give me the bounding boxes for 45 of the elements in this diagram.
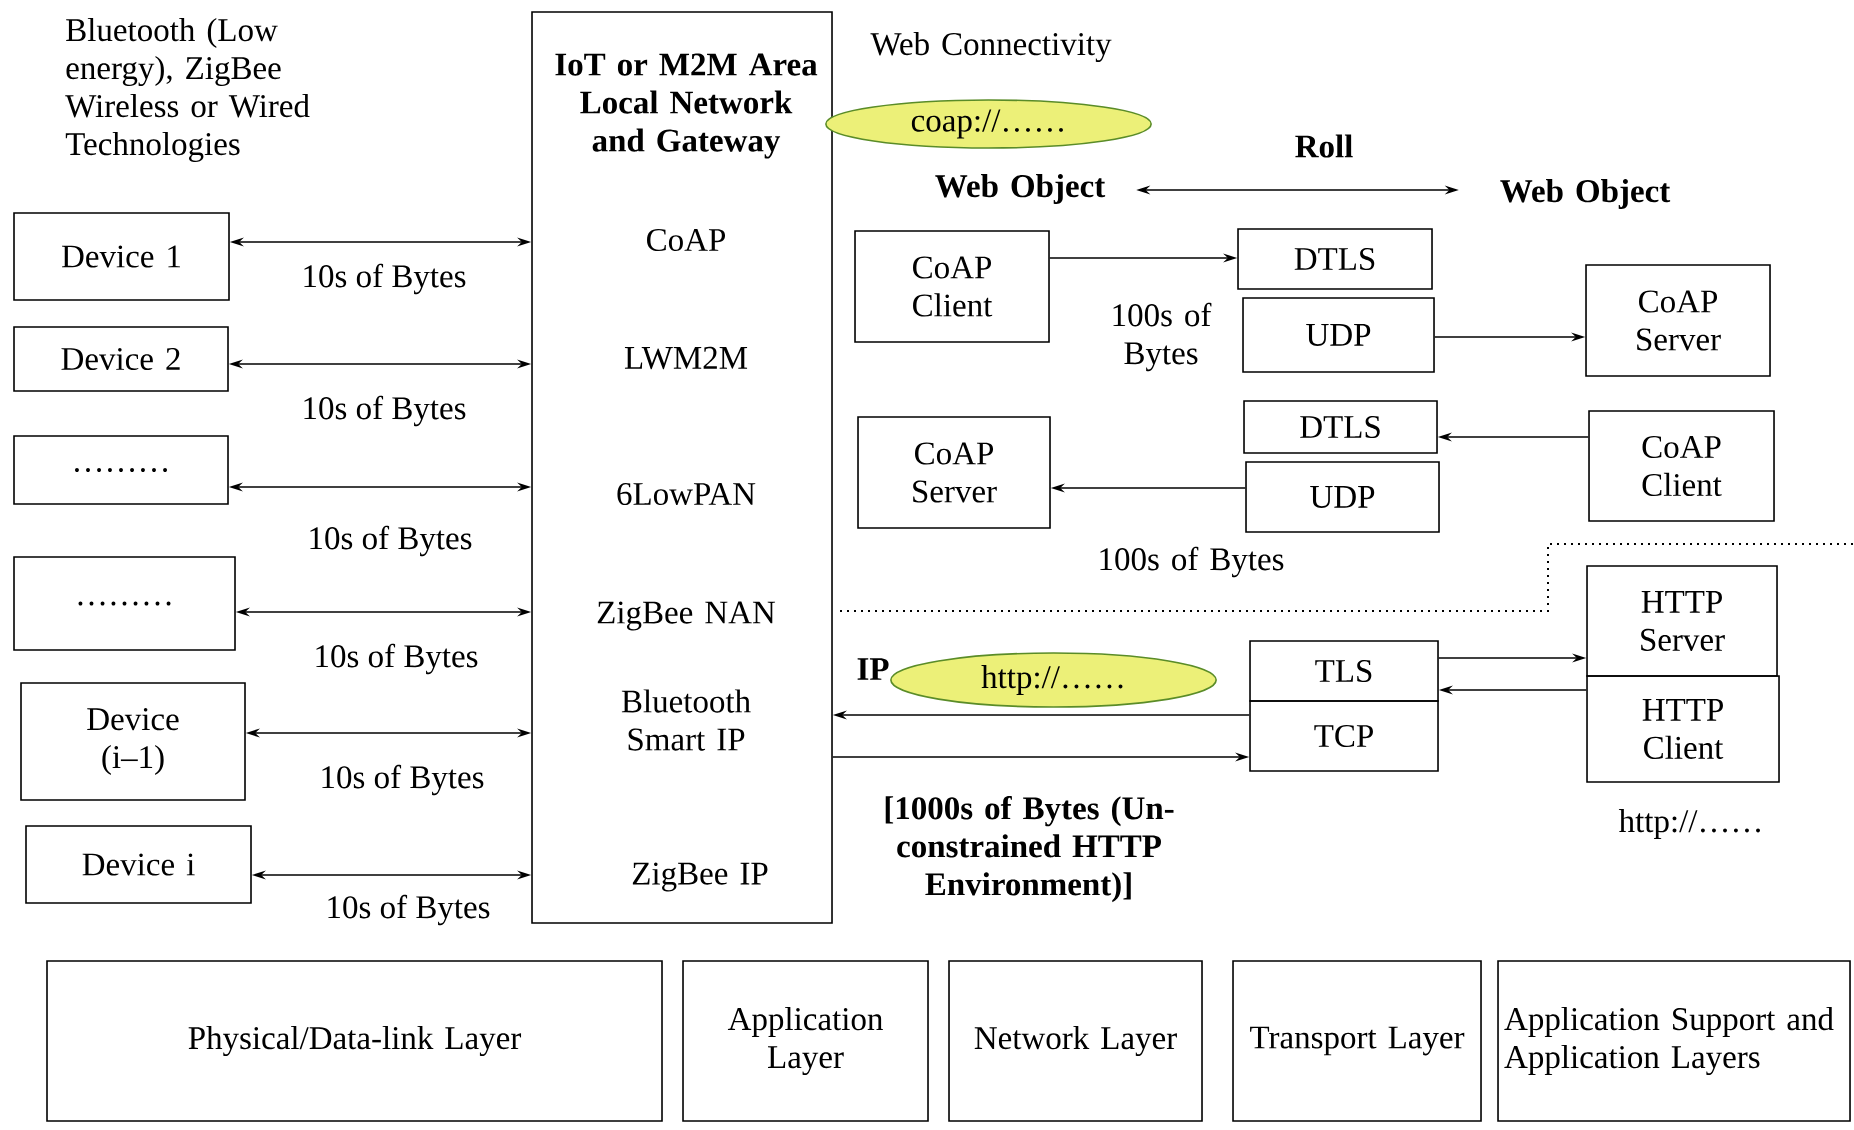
process-box: Transport Layer [1232,960,1482,1122]
edge-label: 10s of Bytes [311,641,481,677]
edge-label: 10s of Bytes [317,762,487,798]
process-box: ……… [13,556,236,651]
object-label: Web Object [1500,179,1671,209]
process-box: HTTP Server [1586,565,1778,677]
text-label: [1000s of Bytes (Un-constrained HTTP Environment)] [885,795,1174,903]
process-box: HTTP Client [1586,675,1780,783]
caption-text: Web Connectivity [870,32,1112,62]
process-box: Application Layer [682,960,929,1122]
layer-box: Application Support and Application Layers [1497,960,1851,1122]
process-box: DTLS [1243,400,1438,454]
text-label: IP [857,658,889,680]
protocol-label: Bluetooth Smart IP [621,689,751,751]
process-box: DTLS [1237,228,1433,290]
process-box: CoAP Client [854,230,1050,343]
process-box: Network Layer [948,960,1203,1122]
edge-label: Roll [1292,132,1356,160]
text-label: Bluetooth (Low energy), ZigBee Wireless or Wired Technologies [65,18,310,162]
process-box: UDP [1245,461,1440,533]
process-box: UDP [1242,297,1435,373]
edge-label: 10s of Bytes [305,523,475,559]
gateway-title: IoT or M2M Area Local Network and Gateway [555,53,818,159]
process-box: TLS [1249,640,1439,702]
protocol-label: CoAP [647,228,726,252]
process-box: Device i [25,825,252,904]
process-box: CoAP Server [1585,264,1771,377]
process-box: Device 1 [13,212,230,301]
text-label: 100s of Bytes [1100,546,1284,578]
protocol-label: LWM2M [624,346,748,370]
edge-label: 10s of Bytes [299,393,469,429]
protocol-label: 6LowPAN [617,482,756,506]
text-label: 100s of Bytes [1113,302,1212,372]
process-box: Device 2 [13,326,229,392]
object-label: Web Object [935,174,1106,204]
edge-label: 10s of Bytes [299,261,469,297]
process-box: Physical/Data-link Layer [46,960,663,1122]
protocol-label: ZigBee NAN [597,601,776,631]
protocol-label: ZigBee IP [632,862,768,892]
edge-label: 10s of Bytes [323,892,493,928]
process-box: CoAP Server [857,416,1051,529]
process-box: TCP [1249,700,1439,772]
process-box: Device (i–1) [20,682,246,801]
process-box: ……… [13,435,229,505]
process-box: CoAP Client [1588,410,1775,522]
